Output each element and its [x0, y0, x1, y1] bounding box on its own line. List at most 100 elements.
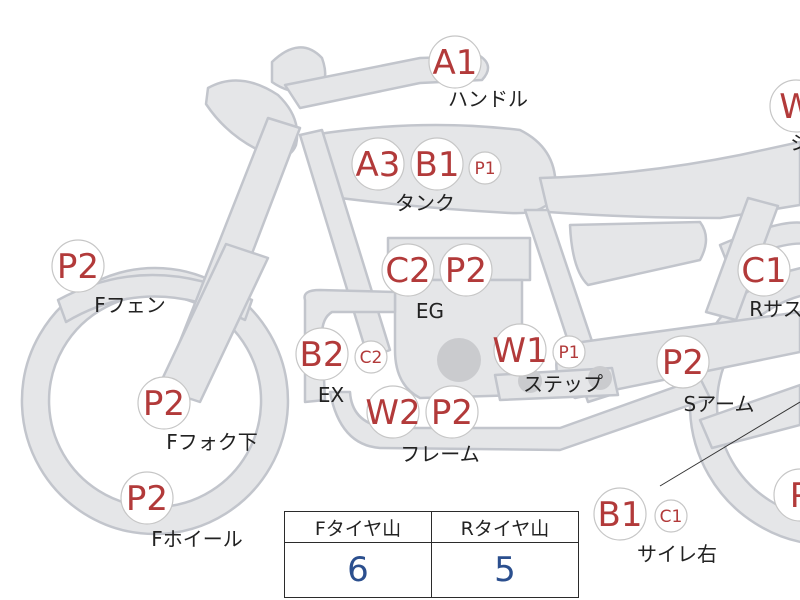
badge-circle [493, 323, 547, 377]
silencer-leader-line [659, 401, 800, 487]
badge-circle [593, 487, 647, 541]
callout-seat: Wシ [769, 79, 800, 155]
step-peg-rear [588, 366, 612, 390]
code-badge: C1 [737, 243, 791, 297]
part-label: ステップ [523, 372, 603, 396]
code-text: C1 [741, 251, 786, 291]
code-text: B2 [300, 335, 345, 375]
code-text: W2 [365, 393, 420, 433]
rear-tire-value: 5 [431, 542, 579, 598]
badge-circle [410, 137, 464, 191]
code-badge: P1 [468, 151, 502, 185]
badge-circle [773, 468, 800, 522]
code-badge: P2 [439, 243, 493, 297]
code-text: P2 [126, 479, 168, 519]
part-label: タンク [395, 191, 455, 215]
part-label: Sアーム [684, 392, 755, 416]
badge-circle [295, 327, 349, 381]
muffler-shape [698, 383, 800, 450]
badge-circle [737, 243, 791, 297]
code-text: A3 [356, 145, 401, 185]
code-badge: P2 [656, 335, 710, 389]
part-label: Rサス [749, 297, 800, 321]
code-badge: B1 [410, 137, 464, 191]
front-tire-header: Fタイヤ山 [284, 511, 432, 543]
side-cover-shape [568, 220, 708, 287]
code-text: C2 [360, 348, 383, 368]
code-badge: W2 [365, 385, 421, 439]
rear-tire-header: Rタイヤ山 [431, 511, 579, 543]
badge-circle [354, 340, 388, 374]
badge-circle [120, 471, 174, 525]
code-text: B1 [415, 145, 460, 185]
badge-circle [137, 376, 191, 430]
part-label: ハンドル [448, 87, 528, 111]
callout-handle: A1 ハンドル [428, 35, 528, 111]
callout-frame: W2 P2 フレーム [365, 385, 480, 466]
badge-circle [425, 385, 479, 439]
code-text: P2 [662, 343, 704, 383]
code-badge: P2 [425, 385, 479, 439]
code-text: W [779, 87, 800, 127]
code-text: C2 [385, 251, 430, 291]
badge-circle [769, 79, 800, 133]
code-text: A1 [433, 43, 478, 83]
badge-circle [439, 243, 493, 297]
part-label: Fフェン [94, 293, 166, 317]
badge-circle [656, 335, 710, 389]
part-label: Fホイール [151, 527, 243, 551]
code-badge: A3 [351, 137, 405, 191]
code-badge: P2 [137, 376, 191, 430]
badge-circle [552, 335, 586, 369]
badge-circle [351, 137, 405, 191]
part-label: Fフォク下 [166, 430, 258, 454]
code-badge: W1 [492, 323, 548, 377]
part-label: EX [318, 383, 345, 407]
code-badge: A1 [428, 35, 482, 89]
code-text: P2 [57, 247, 99, 287]
code-text: P1 [474, 159, 495, 179]
code-badge: P1 [552, 335, 586, 369]
badge-circle [51, 239, 105, 293]
code-text: B1 [598, 495, 643, 535]
badge-circle [366, 385, 420, 439]
seat-shape [538, 140, 800, 220]
callout-silencer-right: B1 C1 サイレ右 [593, 487, 717, 566]
code-badge: P2 [51, 239, 105, 293]
badge-circle [428, 35, 482, 89]
part-label: サイレ右 [637, 542, 717, 566]
code-badge: C2 [354, 340, 388, 374]
frame-cradle-shape [328, 376, 712, 452]
code-badge: P [773, 468, 800, 522]
fork-lower-shape [156, 242, 270, 404]
code-badge: C1 [654, 499, 688, 533]
code-text: C1 [660, 507, 683, 527]
front-tire-value: 6 [284, 542, 432, 598]
code-badge: C2 [381, 243, 435, 297]
code-badge: B2 [295, 327, 349, 381]
engine-cover-circle [437, 338, 481, 382]
part-label: フレーム [400, 442, 479, 466]
callout-tank: A3 B1 P1 タンク [351, 137, 502, 215]
badge-circle [381, 243, 435, 297]
part-label: シ [790, 131, 800, 155]
code-text: P2 [143, 384, 185, 424]
code-text: P2 [445, 251, 487, 291]
callout-r-wheel: P [773, 468, 800, 522]
code-text: P2 [431, 393, 473, 433]
badge-circle [468, 151, 502, 185]
code-text: P [790, 476, 800, 516]
code-text: W1 [492, 331, 547, 371]
tire-tread-table: Fタイヤ山 Rタイヤ山 6 5 [284, 511, 579, 598]
badge-circle [654, 499, 688, 533]
code-badge: P2 [120, 471, 174, 525]
